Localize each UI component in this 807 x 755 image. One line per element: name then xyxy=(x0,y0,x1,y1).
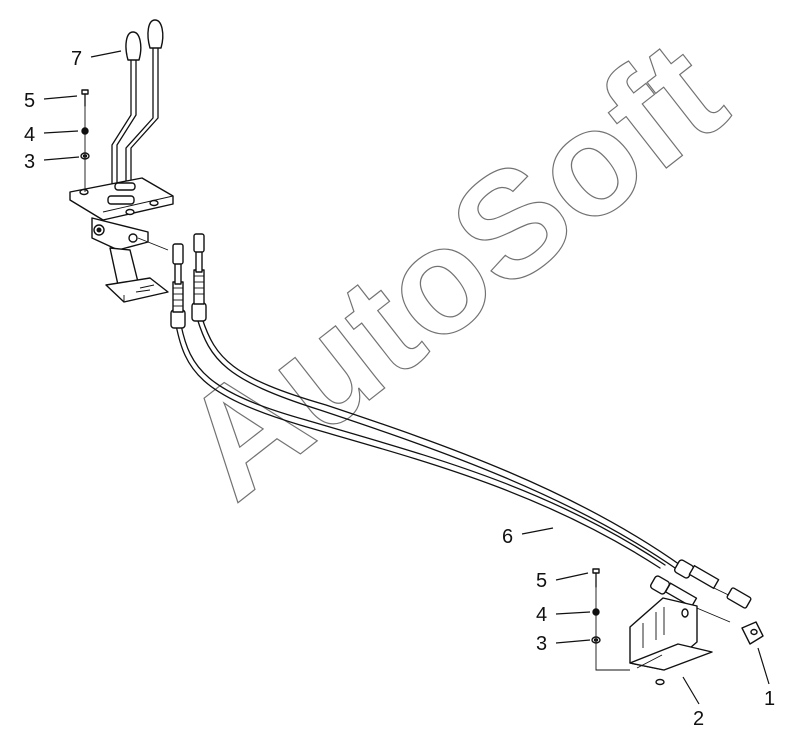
lever-base-plate xyxy=(69,177,174,303)
control-cables xyxy=(175,317,684,571)
callout-7: 7 xyxy=(71,48,82,70)
callout-4-upper: 4 xyxy=(24,124,35,146)
callout-5-lower: 5 xyxy=(536,570,547,592)
callout-1: 1 xyxy=(764,688,775,710)
lower-mounting-hardware xyxy=(591,568,630,671)
upper-mounting-hardware xyxy=(80,89,90,192)
callout-3-upper: 3 xyxy=(24,151,35,173)
callout-6: 6 xyxy=(502,526,513,548)
leader-lines xyxy=(43,50,770,705)
callout-3-lower: 3 xyxy=(536,633,547,655)
lower-cable-bracket xyxy=(629,597,713,686)
shift-lever-assembly xyxy=(111,19,164,206)
callout-5-upper: 5 xyxy=(24,90,35,112)
upper-cable-fittings xyxy=(170,233,207,329)
cable-clevis xyxy=(741,621,764,645)
callout-4-lower: 4 xyxy=(536,604,547,626)
callout-2: 2 xyxy=(693,708,704,730)
lower-cable-fittings xyxy=(649,559,752,623)
watermark-text: AutoSoft xyxy=(151,8,753,530)
